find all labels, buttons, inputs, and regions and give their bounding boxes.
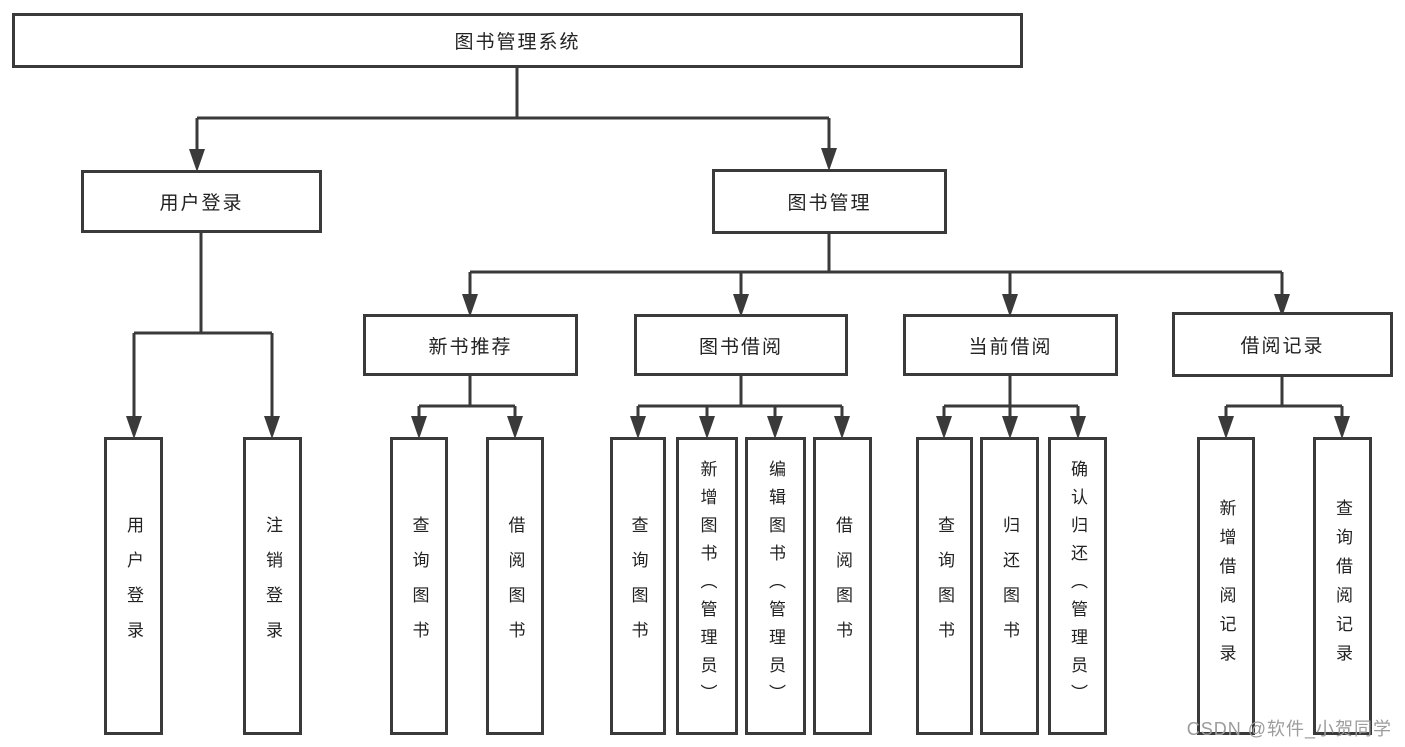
leaf-borrow-books-recommend-label: 借阅图书: [505, 516, 525, 656]
leaf-return-books: 归还图书: [980, 437, 1039, 735]
node-borrowing-records: 借阅记录: [1172, 312, 1393, 377]
leaf-borrow-books-recommend: 借阅图书: [486, 437, 544, 735]
leaf-user-login: 用户登录: [104, 437, 163, 735]
leaf-query-books-recommend-label: 查询图书: [409, 516, 429, 656]
tree-edges: [132, 68, 1344, 420]
arrowhead-icons: [126, 148, 1350, 439]
leaf-logout-label: 注销登录: [263, 516, 282, 656]
leaf-query-books-borrowing: 查询图书: [610, 437, 666, 735]
leaf-user-login-label: 用户登录: [124, 516, 143, 656]
leaf-query-books-current: 查询图书: [916, 437, 973, 735]
leaf-borrow-books-borrowing: 借阅图书: [813, 437, 872, 735]
node-book-management-group-label: 图书管理: [787, 193, 872, 214]
node-current-borrowing-label: 当前借阅: [968, 336, 1053, 358]
node-root: 图书管理系统: [12, 13, 1023, 68]
leaf-query-books-current-label: 查询图书: [935, 516, 954, 656]
leaf-query-borrow-record-label: 查询借阅记录: [1333, 499, 1352, 673]
leaf-confirm-return-admin-label: 确认归还（管理员）: [1068, 460, 1087, 712]
leaf-logout: 注销登录: [243, 437, 302, 735]
leaf-add-borrow-record-label: 新增借阅记录: [1216, 499, 1236, 673]
leaf-add-borrow-record: 新增借阅记录: [1197, 437, 1255, 735]
node-current-borrowing: 当前借阅: [903, 314, 1118, 376]
node-book-borrowing-label: 图书借阅: [698, 336, 783, 358]
leaf-edit-books-admin-label: 编辑图书（管理员）: [766, 460, 785, 712]
watermark: CSDN @软件_小贺同学: [1186, 719, 1392, 739]
leaf-return-books-label: 归还图书: [1000, 516, 1019, 656]
node-user-login-group: 用户登录: [81, 170, 322, 233]
node-root-label: 图书管理系统: [454, 32, 581, 53]
node-book-borrowing: 图书借阅: [634, 314, 848, 376]
leaf-borrow-books-borrowing-label: 借阅图书: [833, 516, 852, 656]
leaf-query-books-borrowing-label: 查询图书: [628, 516, 648, 656]
node-user-login-group-label: 用户登录: [159, 193, 244, 214]
node-borrowing-records-label: 借阅记录: [1240, 336, 1325, 357]
leaf-query-borrow-record: 查询借阅记录: [1313, 437, 1372, 735]
leaf-confirm-return-admin: 确认归还（管理员）: [1048, 437, 1107, 735]
node-new-book-recommend: 新书推荐: [363, 314, 578, 376]
leaf-edit-books-admin: 编辑图书（管理员）: [745, 437, 806, 735]
node-book-management-group: 图书管理: [712, 169, 947, 234]
leaf-query-books-recommend: 查询图书: [390, 437, 448, 735]
leaf-add-books-admin: 新增图书（管理员）: [676, 437, 738, 735]
node-new-book-recommend-label: 新书推荐: [428, 336, 513, 358]
leaf-add-books-admin-label: 新增图书（管理员）: [697, 460, 717, 712]
